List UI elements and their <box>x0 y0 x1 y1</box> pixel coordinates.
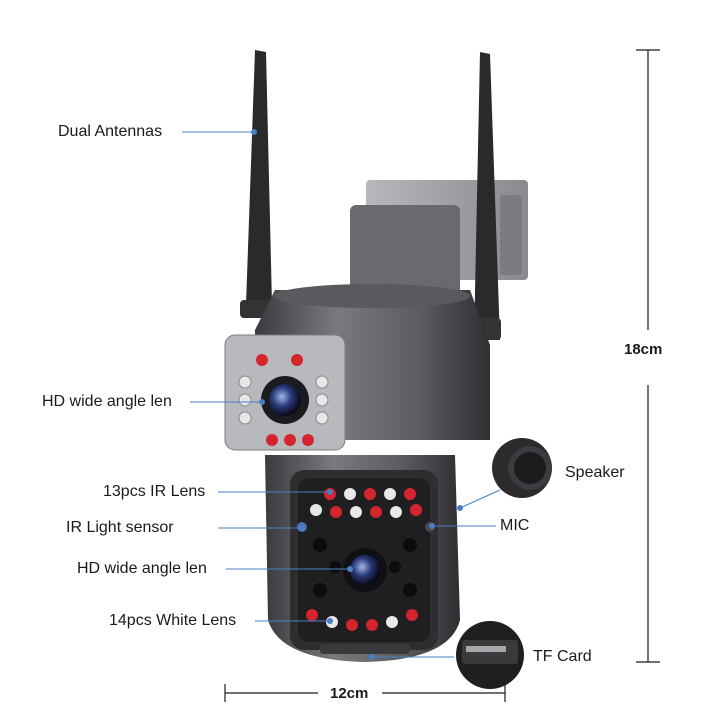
tf-card-inset <box>456 621 524 689</box>
ir-sensor-label: IR Light sensor <box>66 519 174 536</box>
white-lens-label: 14pcs White Lens <box>109 612 237 629</box>
height-dimension: 18cm <box>624 341 663 358</box>
width-dimension: 12cm <box>330 685 369 702</box>
dimension-lines <box>224 49 660 702</box>
speaker-inset <box>492 438 552 498</box>
tf-card-label: TF Card <box>533 648 592 665</box>
mic-label: MIC <box>500 517 530 534</box>
hd-lens-top-label: HD wide angle len <box>42 393 172 410</box>
hd-lens-bottom-label: HD wide angle len <box>77 560 207 577</box>
top-lens-module <box>224 334 346 451</box>
speaker-label: Speaker <box>565 464 625 481</box>
leader-lines <box>182 131 501 658</box>
dual-antennas-label: Dual Antennas <box>58 123 163 140</box>
lower-housing <box>265 455 460 662</box>
wall-mount <box>350 180 528 295</box>
antenna-left <box>240 50 276 318</box>
ir-lens-label: 13pcs IR Lens <box>103 483 206 500</box>
